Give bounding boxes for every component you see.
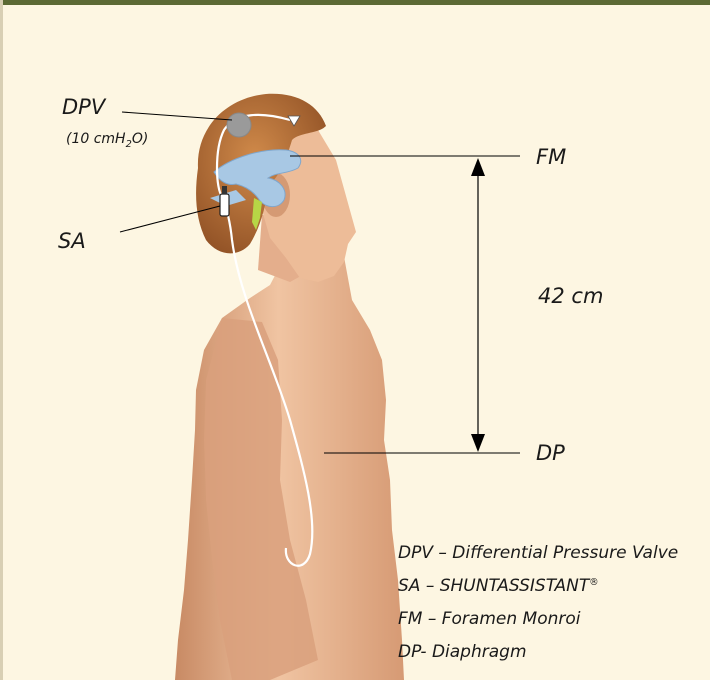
legend-fm: FM – Foramen Monroi [398, 609, 581, 629]
label-dp: DP [536, 441, 565, 465]
sa-connector [222, 186, 227, 194]
label-dpv: DPV [62, 95, 105, 119]
legend-dp: DP- Diaphragm [398, 642, 527, 662]
arrow-head-top [471, 158, 485, 176]
arrow-head-bottom [471, 434, 485, 452]
label-fm: FM [536, 145, 566, 169]
dpv-leader [122, 112, 232, 120]
dpv-valve [227, 113, 251, 137]
legend-sa: SA – SHUNTASSISTANT® [398, 576, 599, 596]
label-distance: 42 cm [538, 284, 603, 308]
label-sa: SA [58, 229, 86, 253]
legend-dpv: DPV – Differential Pressure Valve [398, 543, 678, 563]
sa-device [220, 194, 229, 216]
label-dpv-pressure: (10 cmH2O) [66, 131, 148, 150]
